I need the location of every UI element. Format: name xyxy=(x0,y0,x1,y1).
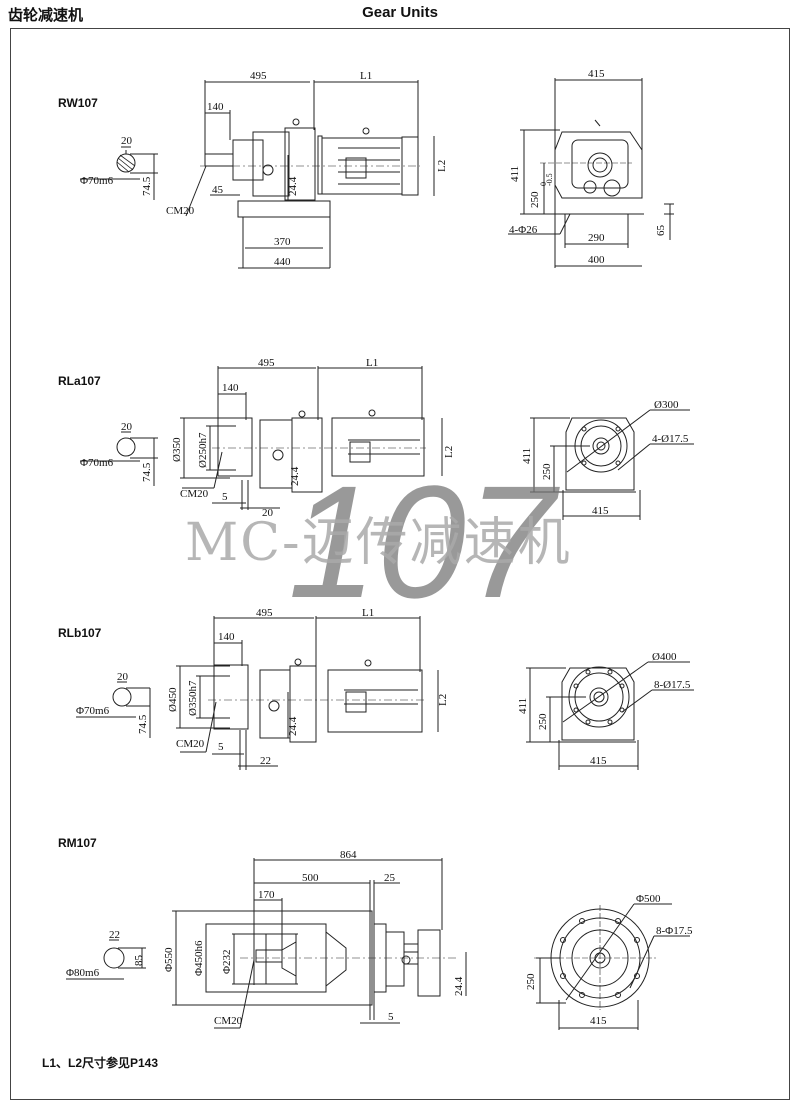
rm107-dim-170: 170 xyxy=(258,889,275,901)
rlb107-dim-5: 5 xyxy=(218,741,224,753)
rlb107-shaft-section xyxy=(76,681,151,738)
rw107-dim-24-4: 24.4 xyxy=(287,176,299,196)
rm107-hub: Φ232 xyxy=(221,949,233,974)
rlb107-side-view xyxy=(176,616,439,770)
rm107-thread: CM20 xyxy=(214,1015,243,1027)
rla107-end-view xyxy=(530,409,694,520)
rm107-key-width: 22 xyxy=(109,929,120,941)
rm107-shaft-dia: Φ80m6 xyxy=(66,967,100,979)
rm107-pcd: Φ500 xyxy=(636,893,661,905)
rm107-dim-864: 864 xyxy=(340,849,357,861)
rw107-dim-l1: L1 xyxy=(360,70,372,82)
rw107-dim-440: 440 xyxy=(274,256,291,268)
rla107-shaft-dia: Φ70m6 xyxy=(80,457,114,469)
rlb107-end-height: 411 xyxy=(517,698,529,714)
rla107-dim-20: 20 xyxy=(262,507,274,519)
rw107-thread: CM20 xyxy=(166,205,195,217)
rla107-dim-l1: L1 xyxy=(366,357,378,369)
rw107-foot-height: 65 xyxy=(655,225,667,237)
rlb107-holes: 8-Ø17.5 xyxy=(654,679,691,691)
rm107-axis: 250 xyxy=(525,973,537,990)
rlb107-dim-l1: L1 xyxy=(362,607,374,619)
rla107-end-height: 411 xyxy=(521,448,533,464)
rlb107-pilot: Ø350h7 xyxy=(187,680,199,716)
rm107-dim-500: 500 xyxy=(302,872,319,884)
rw107-tol-upper: 0 xyxy=(539,182,548,186)
rla107-flange: Ø350 xyxy=(171,437,183,462)
rw107-key-width: 20 xyxy=(121,135,133,147)
rm107-side-view xyxy=(172,858,467,1029)
rla107-shaft-section xyxy=(80,431,158,486)
rlb107-thread: CM20 xyxy=(176,738,205,750)
rw107-dim-45: 45 xyxy=(212,184,224,196)
rla107-key-width: 20 xyxy=(121,421,133,433)
rlb107-dim-22: 22 xyxy=(260,755,271,767)
rm107-dim-24-4: 24.4 xyxy=(453,976,465,996)
rw107-dim-140: 140 xyxy=(207,101,224,113)
rla107-side-view xyxy=(180,366,443,510)
rw107-foot-inner: 290 xyxy=(588,232,605,244)
rla107-pilot: Ø250h7 xyxy=(197,432,209,468)
rla107-dim-5: 5 xyxy=(222,491,228,503)
rw107-side-view xyxy=(185,80,435,269)
header-center-title: Gear Units xyxy=(362,4,438,21)
rlb107-pcd: Ø400 xyxy=(652,651,677,663)
rla107-dim-140: 140 xyxy=(222,382,239,394)
rlb107-flange: Ø450 xyxy=(167,687,179,712)
rw107-shaft-height: 74.5 xyxy=(141,176,153,196)
rm107-shaft-section xyxy=(66,939,146,980)
rlb107-dim-24-4: 24.4 xyxy=(287,716,299,736)
rw107-end-width: 415 xyxy=(588,68,605,80)
rw107-shaft-section xyxy=(80,146,158,200)
rw107-foot-outer: 400 xyxy=(588,254,605,266)
rw107-end-height: 411 xyxy=(509,166,521,182)
rla107-dim-495: 495 xyxy=(258,357,275,369)
rm107-width: 415 xyxy=(590,1015,607,1027)
rw107-dim-495: 495 xyxy=(250,70,267,82)
rlb107-dim-l2: L2 xyxy=(437,694,449,706)
rlb107-end-view xyxy=(526,661,694,770)
model-label-rla107: RLa107 xyxy=(58,374,101,388)
rla107-dim-24-4: 24.4 xyxy=(289,466,301,486)
rla107-shaft-height: 74.5 xyxy=(141,462,153,482)
rlb107-dim-140: 140 xyxy=(218,631,235,643)
rlb107-axis: 250 xyxy=(537,713,549,730)
rla107-holes: 4-Ø17.5 xyxy=(652,433,689,445)
watermark-number: 107 xyxy=(288,452,555,631)
footer-note: L1、L2尺寸参见P143 xyxy=(42,1056,159,1070)
rla107-pcd: Ø300 xyxy=(654,399,679,411)
rm107-end-view xyxy=(534,903,690,1030)
rw107-dim-l2: L2 xyxy=(436,160,448,172)
watermark-text: MC-迈传减速机 xyxy=(185,513,572,573)
rlb107-shaft-dia: Φ70m6 xyxy=(76,705,110,717)
rw107-tol-lower: -0.5 xyxy=(545,173,554,186)
rla107-width: 415 xyxy=(592,505,609,517)
rla107-thread: CM20 xyxy=(180,488,209,500)
header-left-title: 齿轮减速机 xyxy=(8,7,84,24)
model-label-rlb107: RLb107 xyxy=(58,626,102,640)
rm107-shaft-height: 85 xyxy=(133,955,145,967)
rw107-dim-370: 370 xyxy=(274,236,291,248)
rlb107-dim-495: 495 xyxy=(256,607,273,619)
drawing-frame xyxy=(10,28,790,1100)
model-label-rm107: RM107 xyxy=(58,836,97,850)
rm107-dim-5: 5 xyxy=(388,1011,394,1023)
model-label-rw107: RW107 xyxy=(58,96,98,110)
rw107-shaft-dia: Φ70m6 xyxy=(80,175,114,187)
rlb107-width: 415 xyxy=(590,755,607,767)
rla107-dim-l2: L2 xyxy=(443,446,455,458)
rm107-pilot: Φ450h6 xyxy=(193,940,205,976)
rlb107-key-width: 20 xyxy=(117,671,129,683)
rw107-end-holes: 4-Φ26 xyxy=(509,224,538,236)
rw107-end-view xyxy=(508,78,674,268)
rm107-holes: 8-Φ17.5 xyxy=(656,925,693,937)
rla107-axis: 250 xyxy=(541,463,553,480)
rm107-flange: Φ550 xyxy=(163,947,175,972)
rm107-dim-25: 25 xyxy=(384,872,396,884)
rw107-end-axis: 250 xyxy=(529,191,541,208)
rlb107-shaft-height: 74.5 xyxy=(137,714,149,734)
